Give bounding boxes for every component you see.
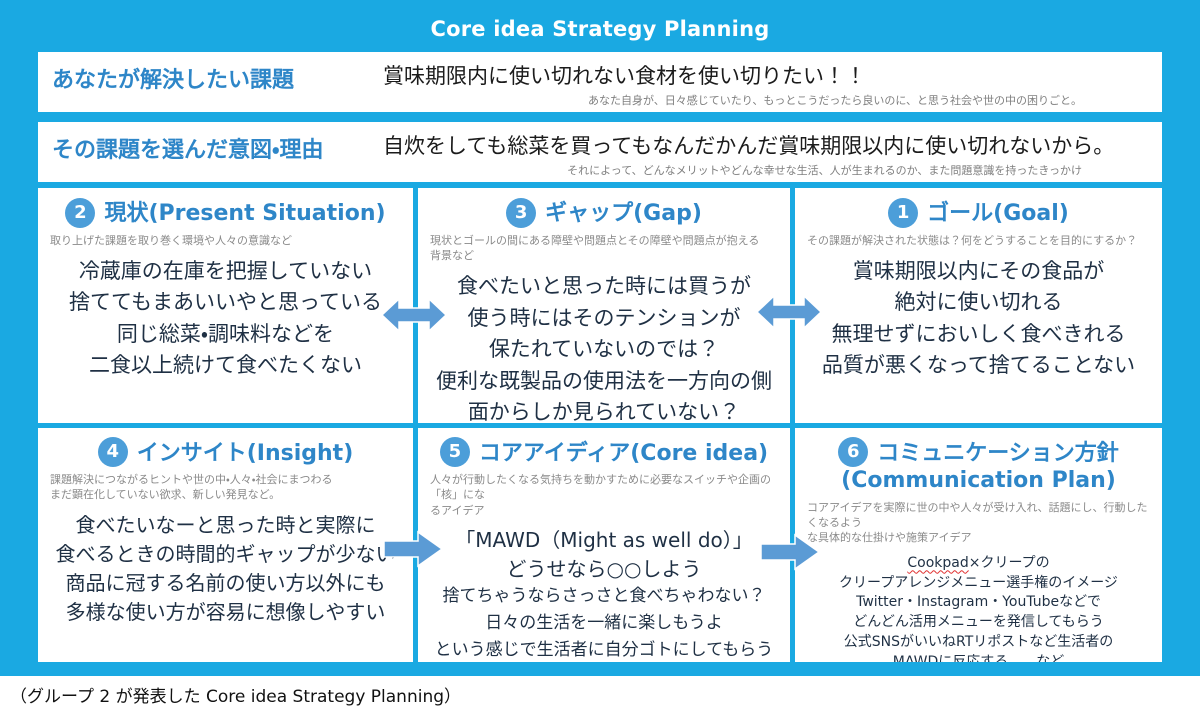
- step-number-badge: 2: [65, 197, 96, 228]
- box-present-header: 2 現状(Present Situation): [50, 197, 401, 228]
- body-line: 捨ててもまあいいやと思っている: [69, 290, 382, 315]
- body-line: 食べるときの時間的ギャップが少ない: [55, 541, 396, 566]
- problem-band: あなたが解決したい課題 賞味期限内に使い切れない食材を使い切りたい！！ あなた自…: [38, 52, 1162, 112]
- box-present-body: 冷蔵庫の在庫を把握していない 捨ててもまあいいやと思っている 同じ総菜・調味料な…: [50, 256, 401, 382]
- box-gap-header: 3 ギャップ(Gap): [430, 197, 778, 228]
- box-insight: 4 インサイト(Insight) 課題解決につながるヒントや世の中・人々・社会にま…: [38, 427, 413, 662]
- planning-board: Core idea Strategy Planning あなたが解決したい課題 …: [0, 0, 1200, 676]
- reason-band-main: 自炊をしても総菜を買ってもなんだかんだ賞味期限以内に使い切れないから。 それによ…: [383, 122, 1162, 182]
- box-goal-title: ゴール(Goal): [927, 201, 1069, 226]
- figure-caption: （グループ 2 が発表した Core idea Strategy Plannin…: [10, 687, 462, 707]
- framework-grid: 2 現状(Present Situation) 取り上げた課題を取り巻く環境や人々…: [38, 188, 1162, 662]
- reason-band-label: その課題を選んだ意図・理由: [52, 138, 324, 163]
- step-number-badge: 4: [97, 437, 128, 467]
- reason-band-note: それによって、どんなメリットやどんな幸せな生活、人が生まれるのか、また問題意識を…: [567, 164, 1082, 177]
- body-line: 保たれていないのでは？: [488, 337, 720, 362]
- box-insight-body: 食べたいなーと思った時と実際に 食べるときの時間的ギャップが少ない 商品に冠する…: [50, 511, 401, 627]
- body-line: 「MAWD（Might as well do）」: [455, 528, 753, 553]
- right-arrow-icon: [760, 533, 821, 571]
- box-gap-description: 現状とゴールの間にある障壁や問題点とその障壁や問題点が抱える 背景など: [430, 233, 760, 262]
- problem-band-value: 賞味期限内に使い切れない食材を使い切りたい！！: [383, 64, 866, 88]
- body-line: 使う時にはそのテンションが: [467, 305, 741, 330]
- box-gap-title: ギャップ(Gap): [545, 201, 702, 226]
- box-communication-title-line1: コミュニケーション方針: [877, 440, 1119, 466]
- reason-band-value: 自炊をしても総菜を買ってもなんだかんだ賞味期限以内に使い切れないから。: [383, 134, 1115, 158]
- body-line: クリープアレンジメニュー選手権のイメージ: [839, 574, 1118, 591]
- body-line: 品質が悪くなって捨てることない: [821, 353, 1136, 378]
- body-line: 捨てちゃうならさっさと食べちゃわない？: [442, 585, 766, 606]
- box-communication-body: Cookpad×クリープの クリープアレンジメニュー選手権のイメージ Twitt…: [807, 554, 1150, 662]
- step-number-badge: 6: [838, 437, 869, 467]
- step-number-badge: 5: [439, 437, 470, 467]
- box-insight-title: インサイト(Insight): [136, 440, 354, 466]
- body-line: 二食以上続けて食べたくない: [89, 353, 362, 378]
- box-insight-description: 課題解決につながるヒントや世の中・人々・社会にまつわる まだ顕在化していない欲求…: [50, 473, 333, 502]
- double-arrow-icon: [755, 293, 823, 331]
- body-line: 無理せずにおいしく食べきれる: [831, 321, 1126, 346]
- body-line: 公式SNSがいいねRTリポストなど生活者の: [843, 634, 1114, 651]
- right-arrow-icon: [383, 530, 444, 568]
- box-insight-header: 4 インサイト(Insight): [50, 437, 401, 467]
- reason-band: その課題を選んだ意図・理由 自炊をしても総菜を買ってもなんだかんだ賞味期限以内に…: [38, 122, 1162, 182]
- body-line: 便利な既製品の使用法を一方向の側: [436, 368, 772, 393]
- box-core-idea: 5 コアアイディア(Core idea) 人々が行動したくなる気持ちを動かすために…: [418, 427, 790, 662]
- problem-band-main: 賞味期限内に使い切れない食材を使い切りたい！！ あなた自身が、日々感じていたり、…: [383, 52, 1162, 112]
- body-line: Twitter・Instagram・YouTubeなどで: [856, 594, 1101, 611]
- box-present-situation: 2 現状(Present Situation) 取り上げた課題を取り巻く環境や人々…: [38, 188, 413, 423]
- body-line: 食べたいなーと思った時と実際に: [75, 512, 376, 537]
- box-core-idea-header: 5 コアアイディア(Core idea): [430, 437, 778, 467]
- box-core-idea-body: 「MAWD（Might as well do）」 どうせなら○○しよう 捨てちゃ…: [430, 526, 778, 662]
- box-present-title: 現状(Present Situation): [104, 201, 386, 226]
- body-line: MAWDに反応する など: [807, 653, 1150, 662]
- body-line: 面からしか見られていない？: [467, 400, 741, 423]
- brand-name-spellchecked: Cookpad: [907, 554, 969, 571]
- box-core-idea-description: 人々が行動したくなる気持ちを動かすために必要なスイッチや企画の「核」にな るアイ…: [430, 473, 771, 517]
- box-present-description: 取り上げた課題を取り巻く環境や人々の意識など: [50, 233, 292, 247]
- body-line: 日々の生活を一緒に楽しもうよ: [485, 613, 723, 634]
- body-line: どうせなら○○しよう: [506, 556, 702, 581]
- box-goal-header: 1 ゴール(Goal): [807, 197, 1150, 228]
- box-gap: 3 ギャップ(Gap) 現状とゴールの間にある障壁や問題点とその障壁や問題点が抱え…: [418, 188, 790, 423]
- double-arrow-icon: [380, 296, 448, 334]
- box-goal: 1 ゴール(Goal) その課題が解決された状態は？何をどうすることを目的にするか…: [795, 188, 1162, 423]
- body-line: 冷蔵庫の在庫を把握していない: [78, 258, 373, 283]
- box-goal-body: 賞味期限以内にその食品が 絶対に使い切れる 無理せずにおいしく食べきれる 品質が…: [807, 256, 1150, 382]
- box-communication-plan: 6 コミュニケーション方針 (Communication Plan) コアアイデア…: [795, 427, 1162, 662]
- body-line: 賞味期限以内にその食品が: [852, 258, 1105, 283]
- body-line: どんどん活用メニューを発信してもらう: [853, 614, 1104, 631]
- box-goal-description: その課題が解決された状態は？何をどうすることを目的にするか？: [807, 233, 1138, 247]
- body-line: 同じ総菜・調味料などを: [116, 321, 335, 346]
- body-line: 絶対に使い切れる: [894, 290, 1063, 315]
- body-line: Cookpad×クリープの: [807, 554, 1150, 574]
- body-line-rest: ×クリープの: [968, 554, 1050, 571]
- problem-band-note: あなた自身が、日々感じていたり、もっとこうだったら良いのに、と思う社会や世の中の…: [587, 94, 1082, 107]
- page-title: Core idea Strategy Planning: [430, 17, 770, 41]
- problem-band-label: あなたが解決したい課題: [52, 68, 295, 93]
- box-communication-title-line2: (Communication Plan): [841, 468, 1116, 493]
- step-number-badge: 3: [506, 197, 537, 228]
- box-communication-header: 6 コミュニケーション方針 (Communication Plan): [807, 437, 1150, 495]
- step-number-badge: 1: [888, 197, 919, 228]
- box-core-idea-title: コアアイディア(Core idea): [478, 440, 769, 466]
- body-line: 多様な使い方が容易に想像しやすい: [65, 599, 386, 624]
- body-line: という感じで生活者に自分ゴトにしてもらう: [434, 640, 774, 661]
- box-communication-description: コアアイデアを実際に世の中や人々が受け入れ、話題にし、行動したくなるよう な具体…: [807, 500, 1148, 545]
- body-line: 食べたいと思った時には買うが: [457, 274, 751, 299]
- body-line: 商品に冠する名前の使い方以外にも: [65, 570, 386, 595]
- box-gap-body: 食べたいと思った時には買うが 使う時にはそのテンションが 保たれていないのでは？…: [430, 271, 778, 422]
